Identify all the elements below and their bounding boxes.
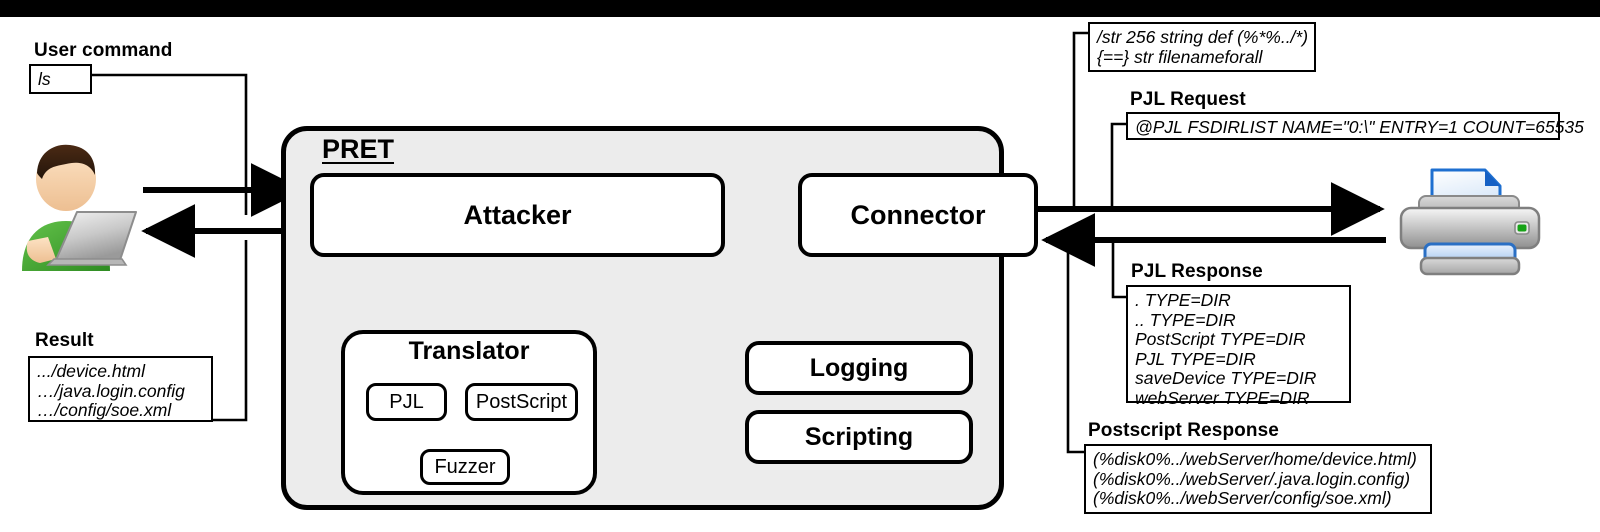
pret-title: PRET [322,134,395,164]
translator-title: Translator [408,337,530,365]
pjl-response-line-3: PJL TYPE=DIR [1135,348,1256,369]
user-command-value: ls [38,69,51,89]
pjl-response-line-1: .. TYPE=DIR [1135,309,1236,330]
pjl-request-box: @PJL FSDIRLIST NAME="0:\" ENTRY=1 COUNT=… [1126,112,1584,140]
pjl-response-line-2: PostScript TYPE=DIR [1135,329,1306,349]
result-box: .../device.html …/java.login.config …/co… [28,356,213,422]
postscript-request-line-1: {==} str filenameforall [1097,46,1263,67]
postscript-response-line-0: (%disk0%../webServer/home/device.html) [1093,449,1417,469]
user-command-label: User command [34,40,173,61]
result-line-0: .../device.html [37,361,145,381]
node-attacker[interactable]: Attacker [310,173,725,257]
result-label: Result [35,330,94,351]
pjl-response-label: PJL Response [1131,261,1263,282]
postscript-request-box: /str 256 string def (%*%../*) {==} str f… [1088,22,1316,72]
pjl-response-box: . TYPE=DIR .. TYPE=DIR PostScript TYPE=D… [1126,285,1351,407]
postscript-request-line-0: /str 256 string def (%*%../*) [1097,27,1309,47]
node-postscript[interactable]: PostScript [465,383,578,421]
attacker-person-icon [22,144,137,271]
result-line-1: …/java.login.config [37,380,185,401]
node-logging[interactable]: Logging [745,341,973,395]
postscript-response-box: (%disk0%../webServer/home/device.html) (… [1084,444,1432,514]
node-fuzzer[interactable]: Fuzzer [420,449,510,485]
pjl-response-line-0: . TYPE=DIR [1135,290,1231,310]
user-command-box[interactable]: ls [29,64,92,94]
postscript-response-line-2: (%disk0%../webServer/config/soe.xml) [1093,488,1392,508]
postscript-response-line-1: (%disk0%../webServer/.java.login.config) [1093,468,1411,489]
printer-icon [1399,168,1541,276]
node-connector[interactable]: Connector [798,173,1038,257]
node-pjl[interactable]: PJL [366,383,447,421]
postscript-response-label: Postscript Response [1088,420,1279,441]
top-black-bar [0,0,1600,17]
pjl-response-line-5: webServer TYPE=DIR [1135,387,1310,408]
pjl-response-line-4: saveDevice TYPE=DIR [1135,368,1317,388]
node-scripting[interactable]: Scripting [745,410,973,464]
result-line-2: …/config/soe.xml [37,400,172,420]
pjl-request-label: PJL Request [1130,89,1246,110]
pjl-request-line-0: @PJL FSDIRLIST NAME="0:\" ENTRY=1 COUNT=… [1135,117,1584,137]
